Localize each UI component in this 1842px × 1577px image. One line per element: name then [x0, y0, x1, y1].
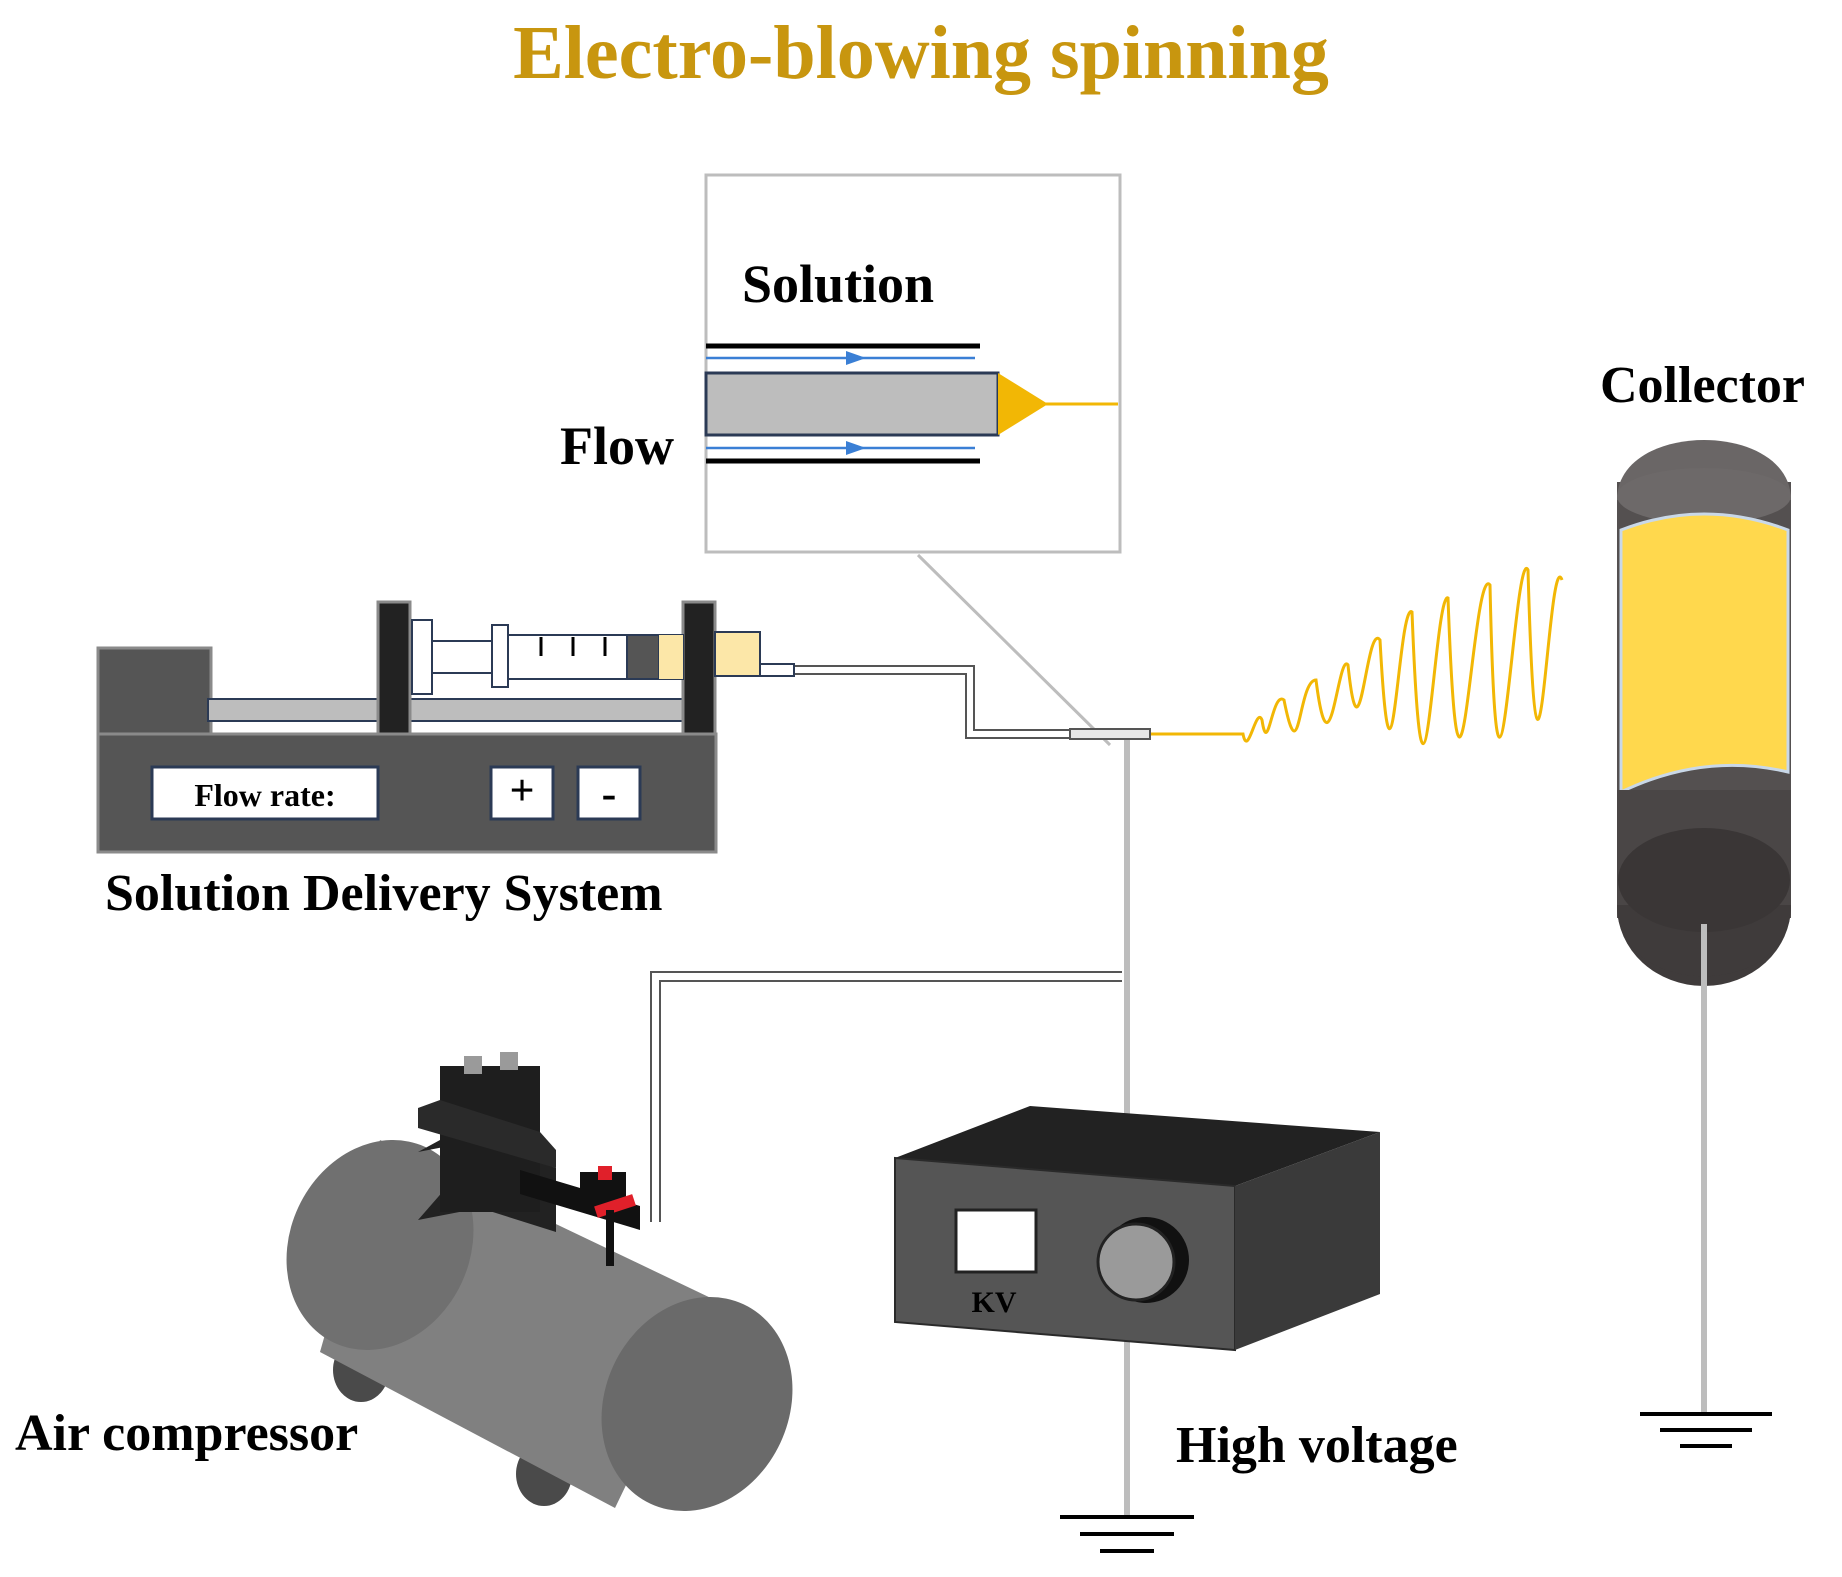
air-compressor: [286, 1052, 793, 1512]
collector-label: Collector: [1600, 357, 1805, 414]
hv-box-top: [895, 1106, 1380, 1186]
flow-rate-display[interactable]: [150, 765, 380, 821]
ground-icon: [1060, 1515, 1194, 1553]
syringe-solution-fill: [659, 635, 683, 679]
increase-flow-button[interactable]: [489, 765, 555, 821]
flow-rate-label: Flow rate:: [194, 777, 335, 813]
zoom-pointer-line: [916, 553, 1112, 747]
compressor-drain-pipe: [606, 1210, 614, 1266]
barrel-graduations: [539, 637, 607, 656]
kv-label: KV: [972, 1286, 1017, 1319]
decrease-flow-button[interactable]: [576, 765, 642, 821]
syringe-rubber-piston: [626, 634, 660, 680]
syringe-luer-tip: [759, 663, 795, 677]
solution-tubing: [794, 665, 1100, 739]
pressure-valve-knob[interactable]: [598, 1166, 612, 1180]
air-compressor-label: Air compressor: [15, 1405, 358, 1462]
fiber-jet-whip: [1150, 566, 1564, 746]
plunger-rod: [431, 640, 493, 674]
pump-rail: [207, 698, 713, 722]
inner-needle: [704, 371, 1000, 437]
inset-frame: [704, 173, 1122, 554]
collector-end-face: [1618, 828, 1790, 932]
compressor-tank-front-end: [601, 1296, 793, 1512]
pressure-valve-red[interactable]: [594, 1194, 636, 1218]
flow-arrow-icon: [846, 351, 866, 365]
collector-drum: [1617, 440, 1791, 986]
pump-syringe-holder: [681, 600, 717, 736]
pump-motor-block: [96, 646, 213, 736]
high-voltage-label: High voltage: [1176, 1417, 1458, 1474]
compressor-motor-side: [418, 1100, 556, 1168]
high-voltage-supply: KV: [894, 1106, 1380, 1352]
flow-label: Flow: [560, 416, 674, 476]
motor-terminal: [500, 1052, 518, 1070]
hv-box-side: [1235, 1132, 1380, 1350]
ground-icon: [1640, 1412, 1772, 1448]
air-hose: [650, 971, 1122, 1222]
nozzle-zoom-inset: Solution: [704, 173, 1122, 747]
motor-terminal: [464, 1056, 482, 1074]
plunger-flange: [411, 619, 433, 695]
solution-label: Solution: [742, 254, 934, 314]
flow-arrow-icon: [846, 441, 866, 455]
kv-meter-display: [954, 1208, 1038, 1274]
taylor-cone: [998, 373, 1048, 435]
voltage-knob[interactable]: [1096, 1222, 1176, 1302]
solution-delivery-system-label: Solution Delivery System: [105, 865, 663, 922]
spinneret-nozzle: [1069, 728, 1151, 740]
plunger-head: [491, 624, 509, 688]
collector-yellow-band: [1619, 512, 1790, 795]
pump-pusher-block: [376, 600, 412, 736]
diagram-title: Electro-blowing spinning: [513, 11, 1329, 95]
compressor-tank-back-end: [286, 1139, 474, 1351]
collector-top-rim: [1617, 468, 1791, 524]
syringe-tip-solution: [714, 631, 761, 677]
plus-label: +: [509, 766, 534, 815]
minus-label: -: [602, 769, 617, 818]
syringe-pump: Flow rate: + -: [96, 600, 795, 854]
